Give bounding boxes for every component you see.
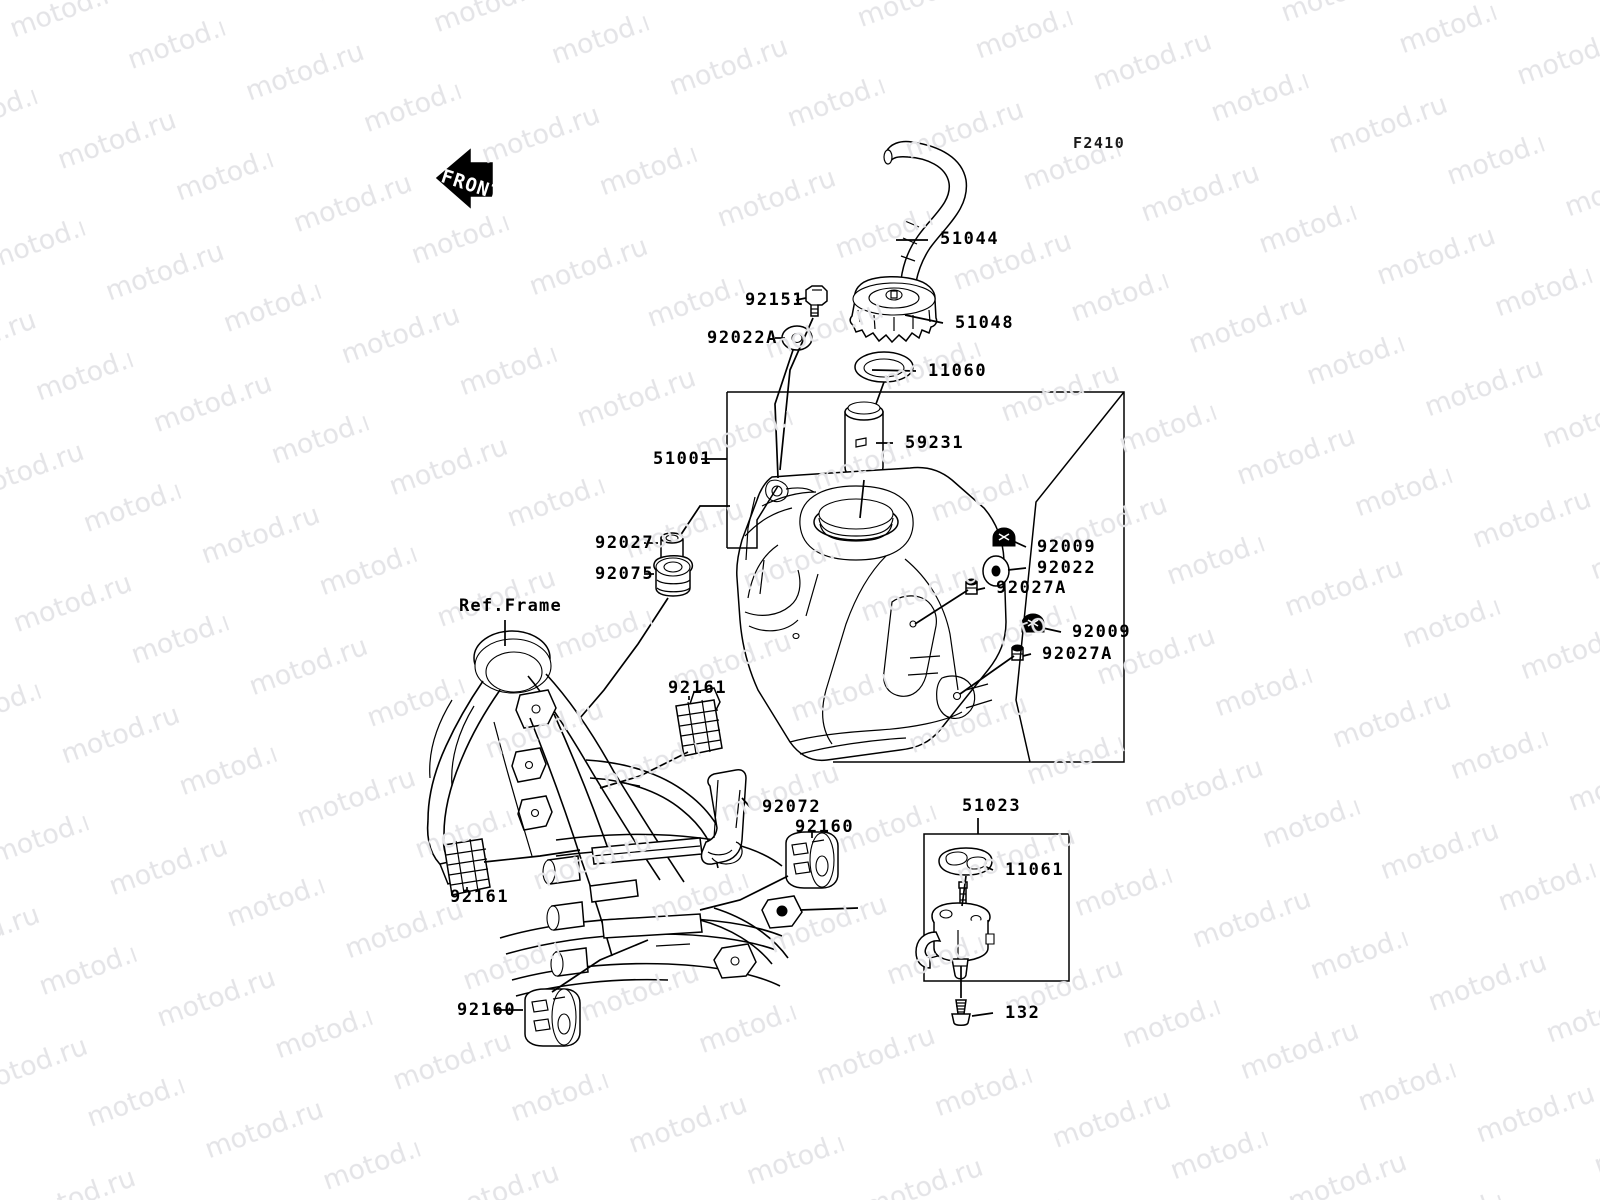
part-label-59231: 59231	[905, 433, 965, 453]
part-label-92161-lower: 92161	[450, 887, 510, 907]
part-label-92022A: 92022A	[707, 328, 779, 348]
part-label-92160-bottom: 92160	[457, 1000, 517, 1020]
part-label-92072: 92072	[762, 797, 822, 817]
part-label-92027A-lower: 92027A	[1042, 644, 1114, 664]
diagram-code: F2410	[1073, 134, 1126, 152]
part-label-92160-right: 92160	[795, 817, 855, 837]
part-label-51044: 51044	[940, 229, 1000, 249]
part-label-92022: 92022	[1037, 558, 1097, 578]
part-label-92151: 92151	[745, 290, 805, 310]
part-label-92027: 92027	[595, 533, 655, 553]
part-label-92027A-upper: 92027A	[996, 578, 1068, 598]
part-label-92161-upper: 92161	[668, 678, 728, 698]
part-label-92075: 92075	[595, 564, 655, 584]
part-label-11061: 11061	[1005, 860, 1065, 880]
part-label-92009-lower: 92009	[1072, 622, 1132, 642]
part-label-51023: 51023	[962, 796, 1022, 816]
part-label-51001: 51001	[653, 449, 713, 469]
part-label-11060: 11060	[928, 361, 988, 381]
part-label-92009-upper: 92009	[1037, 537, 1097, 557]
part-label-51048: 51048	[955, 313, 1015, 333]
ref-frame-label: Ref.Frame	[459, 596, 562, 616]
part-label-132: 132	[1005, 1003, 1041, 1023]
